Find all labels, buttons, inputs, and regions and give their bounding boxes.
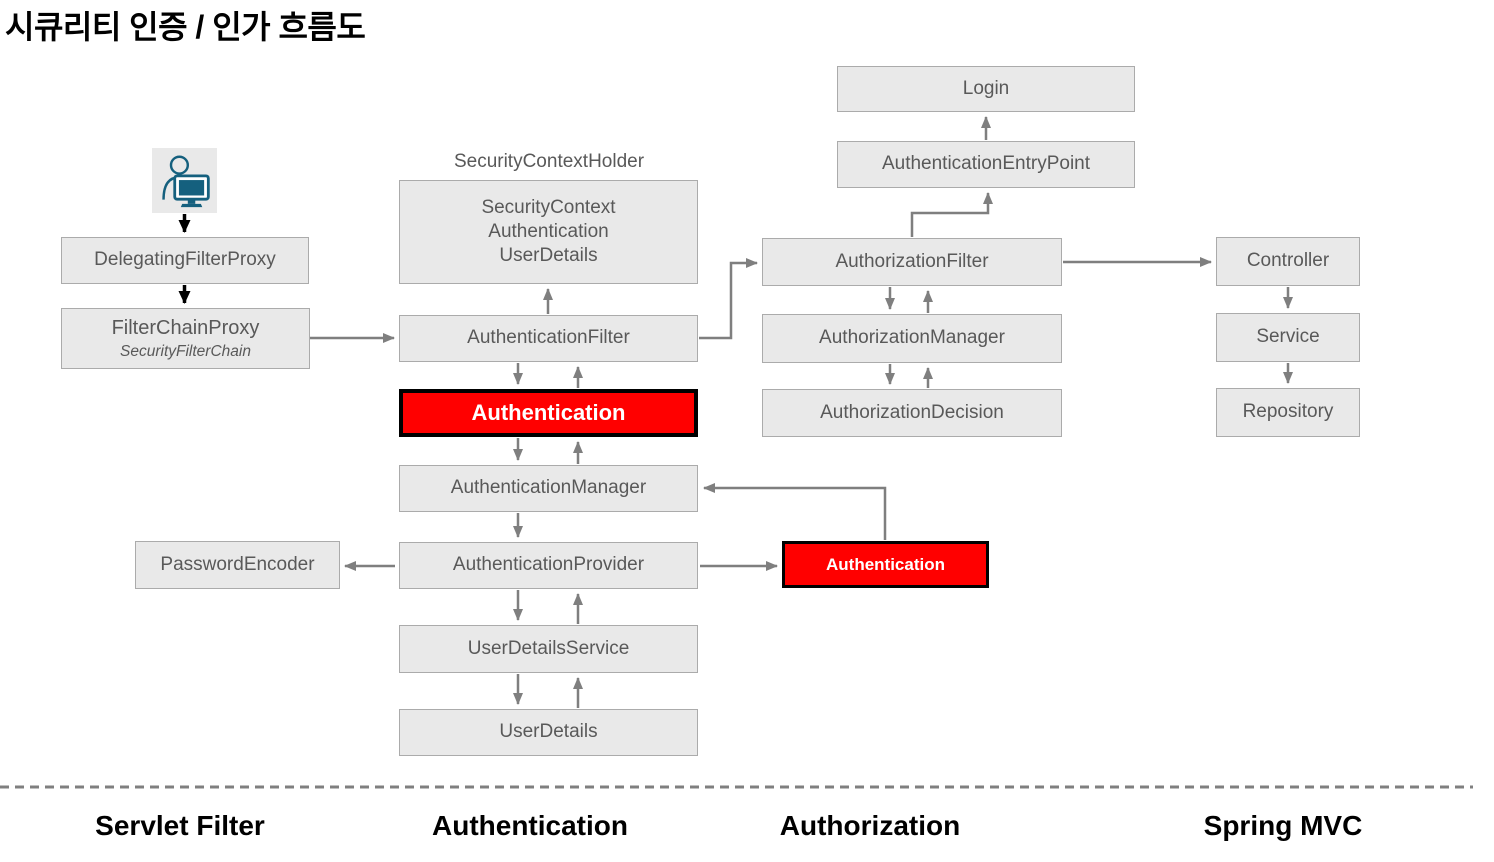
node-authentication-filter: AuthenticationFilter	[399, 315, 698, 362]
lane-label-authentication: Authentication	[432, 810, 628, 841]
node-authentication-provider: AuthenticationProvider	[399, 542, 698, 589]
stack-line-authentication: Authentication	[488, 221, 609, 243]
lane-label-authorization: Authorization	[779, 810, 961, 841]
node-authentication-token-lower: Authentication	[782, 541, 989, 588]
node-label: AuthorizationDecision	[820, 401, 1004, 423]
node-label: AuthenticationEntryPoint	[881, 153, 1091, 175]
arrow-token2-to-manager	[703, 483, 887, 540]
node-security-context-stack: SecurityContext Authentication UserDetai…	[399, 180, 698, 284]
user-icon-tile	[152, 148, 217, 213]
page-title: 시큐리티 인증 / 인가 흐름도	[5, 9, 366, 45]
node-label: Service	[1256, 326, 1320, 348]
node-user-details-service: UserDetailsService	[399, 625, 698, 673]
node-label: AuthorizationManager	[819, 327, 1005, 349]
node-label: Authentication	[826, 554, 945, 574]
user-at-computer-icon	[161, 155, 210, 207]
node-authentication-manager: AuthenticationManager	[399, 465, 698, 512]
node-login: Login	[837, 66, 1135, 112]
node-label: AuthenticationFilter	[467, 327, 630, 349]
node-label: AuthorizationFilter	[835, 250, 989, 272]
node-label: UserDetailsService	[467, 637, 630, 659]
lane-label-spring-mvc: Spring MVC	[1203, 810, 1363, 841]
node-service: Service	[1216, 313, 1360, 362]
node-sublabel-security-filter-chain: SecurityFilterChain	[120, 342, 251, 360]
node-authorization-filter: AuthorizationFilter	[762, 238, 1062, 286]
node-user-details: UserDetails	[399, 709, 698, 756]
arrow-authfilter-to-authzfilter	[699, 258, 758, 340]
node-authorization-decision: AuthorizationDecision	[762, 389, 1062, 437]
node-delegating-filter-proxy: DelegatingFilterProxy	[61, 237, 309, 284]
node-password-encoder: PasswordEncoder	[135, 541, 340, 589]
label-security-context-holder: SecurityContextHolder	[453, 151, 645, 172]
node-label: Repository	[1242, 401, 1334, 423]
node-label: AuthenticationProvider	[452, 554, 645, 576]
node-authentication-entry-point: AuthenticationEntryPoint	[837, 141, 1135, 188]
node-controller: Controller	[1216, 237, 1360, 286]
stack-line-user-details: UserDetails	[499, 244, 598, 266]
node-label: DelegatingFilterProxy	[94, 249, 276, 271]
node-filter-chain-proxy: FilterChainProxy SecurityFilterChain	[61, 308, 310, 369]
node-label: FilterChainProxy	[111, 316, 260, 339]
node-label: UserDetails	[499, 721, 598, 743]
node-label: AuthenticationManager	[450, 477, 647, 499]
node-label: Authentication	[471, 400, 626, 425]
node-repository: Repository	[1216, 388, 1360, 437]
arrow-authzfilter-to-entrypoint	[910, 192, 993, 237]
node-label: PasswordEncoder	[160, 553, 315, 575]
stack-line-security-context: SecurityContext	[481, 197, 616, 219]
node-label: Login	[962, 77, 1010, 99]
node-authentication-token-upper: Authentication	[399, 389, 698, 437]
node-label: Controller	[1246, 250, 1330, 272]
lane-label-servlet-filter: Servlet Filter	[95, 810, 265, 841]
node-authorization-manager: AuthorizationManager	[762, 314, 1062, 363]
